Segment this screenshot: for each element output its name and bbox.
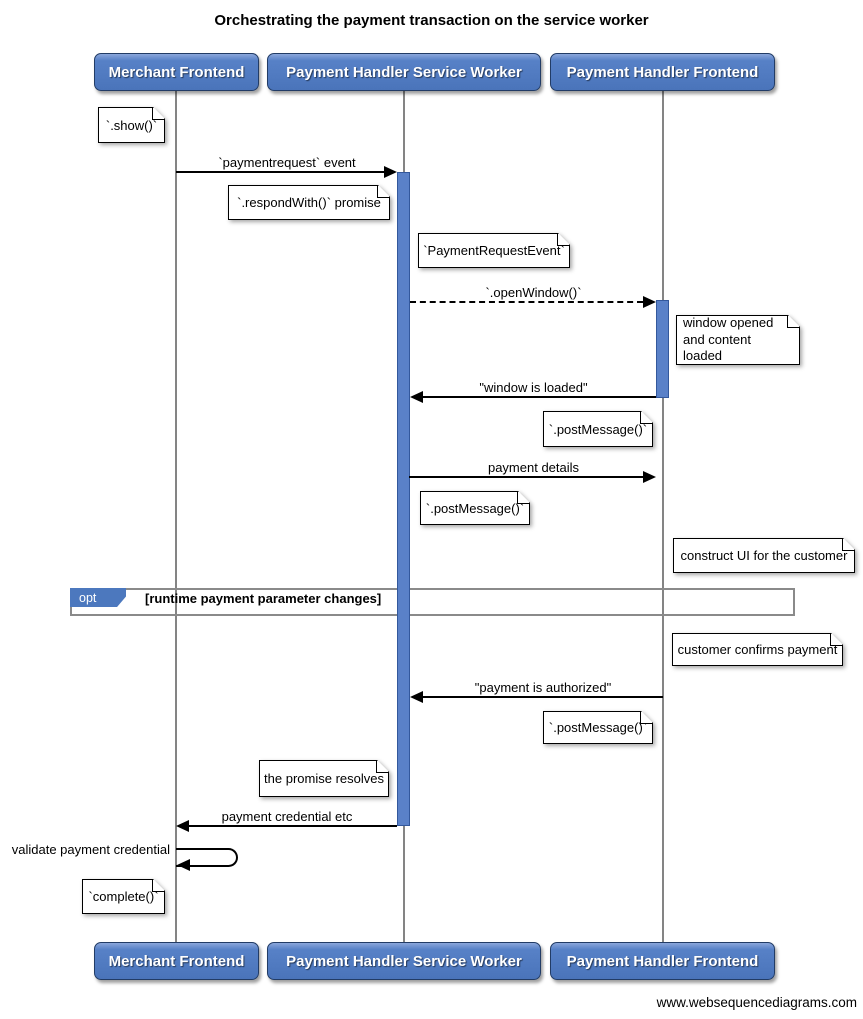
diagram-title: Orchestrating the payment transaction on…	[214, 12, 649, 29]
note-text: `.postMessage()`	[420, 491, 530, 525]
note-promise-resolves: the promise resolves	[259, 760, 389, 797]
note-show: `.show()`	[98, 107, 165, 143]
note-text: `.postMessage()`	[543, 711, 653, 744]
opt-fragment: opt [runtime payment parameter changes]	[70, 588, 795, 616]
note-text: `.show()`	[98, 107, 165, 143]
note-respondwith-promise: `.respondWith()` promise	[228, 185, 390, 220]
note-text: `PaymentRequestEvent`	[418, 233, 570, 268]
note-postmessage-1: `.postMessage()`	[543, 411, 653, 447]
actor-payment-handler-frontend-top: Payment Handler Frontend	[550, 53, 775, 91]
message-label: `paymentrequest` event	[218, 155, 356, 170]
message-label: payment credential etc	[221, 809, 353, 824]
note-customer-confirms: customer confirms payment	[672, 633, 843, 666]
message-line	[410, 301, 643, 303]
opt-operator-tab: opt	[70, 588, 126, 607]
note-construct-ui: construct UI for the customer	[673, 538, 855, 573]
message-line	[423, 396, 656, 398]
note-text: the promise resolves	[259, 760, 389, 797]
arrowhead-icon	[384, 166, 397, 178]
note-text: customer confirms payment	[672, 633, 843, 666]
arrowhead-icon	[643, 296, 656, 308]
message-line	[409, 476, 643, 478]
message-line	[423, 696, 663, 698]
note-text: `complete()`	[82, 879, 165, 914]
note-window-opened: window opened and content loaded	[676, 315, 800, 365]
activation-payment-handler-frontend	[656, 300, 669, 398]
actor-merchant-frontend-top: Merchant Frontend	[94, 53, 259, 91]
note-text: window opened and content loaded	[676, 315, 800, 365]
message-label: validate payment credential	[11, 842, 170, 857]
note-paymentrequestevent: `PaymentRequestEvent`	[418, 233, 570, 268]
arrowhead-icon	[643, 471, 656, 483]
actor-payment-handler-service-worker-top: Payment Handler Service Worker	[267, 53, 541, 91]
message-line	[176, 171, 385, 173]
watermark: www.websequencediagrams.com	[656, 995, 857, 1010]
self-message-loop	[176, 848, 238, 867]
actor-payment-handler-service-worker-bottom: Payment Handler Service Worker	[267, 942, 541, 980]
lifeline-merchant-frontend	[175, 91, 177, 942]
actor-payment-handler-frontend-bottom: Payment Handler Frontend	[550, 942, 775, 980]
message-label: "payment is authorized"	[474, 680, 612, 695]
activation-service-worker	[397, 172, 410, 826]
arrowhead-icon	[176, 820, 189, 832]
message-label: payment details	[487, 460, 580, 475]
lifeline-payment-handler-frontend	[662, 91, 664, 942]
actor-merchant-frontend-bottom: Merchant Frontend	[94, 942, 259, 980]
arrowhead-icon	[410, 691, 423, 703]
note-postmessage-3: `.postMessage()`	[543, 711, 653, 744]
note-text: `.respondWith()` promise	[228, 185, 390, 220]
message-label: `.openWindow()`	[485, 285, 582, 300]
note-text: `.postMessage()`	[543, 411, 653, 447]
message-label: "window is loaded"	[479, 380, 588, 395]
note-postmessage-2: `.postMessage()`	[420, 491, 530, 525]
note-text: construct UI for the customer	[673, 538, 855, 573]
note-complete: `complete()`	[82, 879, 165, 914]
arrowhead-icon	[177, 859, 190, 871]
opt-condition: [runtime payment parameter changes]	[145, 591, 382, 606]
message-line	[189, 825, 397, 827]
arrowhead-icon	[410, 391, 423, 403]
